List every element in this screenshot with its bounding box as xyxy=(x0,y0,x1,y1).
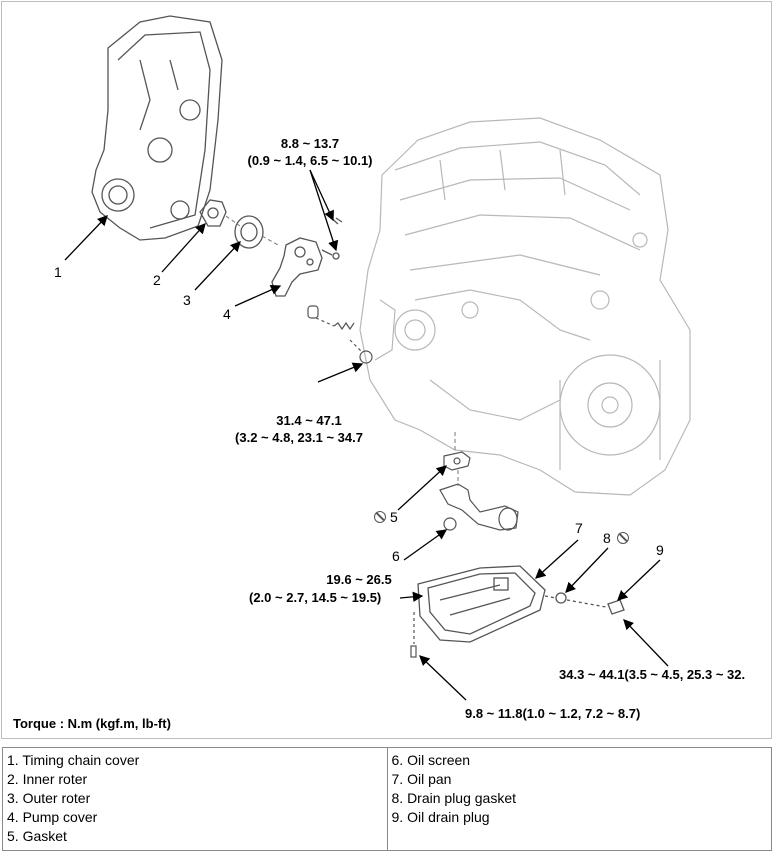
callout-3: 3 xyxy=(183,292,191,308)
torque-screen-bolt-secondary: (2.0 ~ 2.7, 14.5 ~ 19.5) xyxy=(249,590,382,605)
relief-valve-parts xyxy=(307,305,373,364)
legend-item: 5. Gasket xyxy=(7,828,67,844)
gasket xyxy=(443,451,471,471)
torque-drain-plug: 34.3 ~ 44.1(3.5 ~ 4.5, 25.3 ~ 32. xyxy=(559,667,746,682)
callout-2: 2 xyxy=(153,272,161,288)
callout-1: 1 xyxy=(54,264,62,280)
legend-item: 6. Oil screen xyxy=(391,752,471,768)
oil-pan xyxy=(417,565,546,643)
pump-cover xyxy=(271,214,343,297)
legend-item: 8. Drain plug gasket xyxy=(391,790,517,806)
legend-item: 1. Timing chain cover xyxy=(7,752,140,768)
inner-rotor xyxy=(199,199,227,227)
torque-unit-note: Torque : N.m (kgf.m, lb-ft) xyxy=(13,716,171,731)
timing-chain-cover xyxy=(91,15,223,241)
torque-pump-bolts-secondary: (0.9 ~ 1.4, 6.5 ~ 10.1) xyxy=(247,153,373,168)
torque-relief-plug-value: 31.4 ~ 47.1 xyxy=(276,413,342,428)
callout-8: 8 xyxy=(603,530,611,546)
callout-9: 9 xyxy=(656,542,664,558)
engine-block xyxy=(359,117,691,496)
torque-pump-bolts-value: 8.8 ~ 13.7 xyxy=(280,136,340,151)
legend-item: 2. Inner roter xyxy=(7,771,88,787)
legend-right-column: 6. Oil screen 7. Oil pan 8. Drain plug g… xyxy=(386,747,772,851)
legend-item: 3. Outer roter xyxy=(7,790,91,806)
diagram-frame xyxy=(1,1,772,739)
torque-relief-plug-secondary: (3.2 ~ 4.8, 23.1 ~ 34.7 xyxy=(235,430,363,445)
callout-4: 4 xyxy=(223,306,231,322)
callout-6: 6 xyxy=(392,548,400,564)
exploded-view-drawing xyxy=(64,15,691,701)
do-not-reuse-icon-8 xyxy=(617,532,629,544)
oil-screen xyxy=(439,483,519,531)
legend-item: 4. Pump cover xyxy=(7,809,98,825)
callout-5: 5 xyxy=(390,509,398,525)
torque-pan-bolt: 9.8 ~ 11.8(1.0 ~ 1.2, 7.2 ~ 8.7) xyxy=(465,706,641,721)
parts-legend-table: 1. Timing chain cover 2. Inner roter 3. … xyxy=(2,747,772,851)
legend-item: 9. Oil drain plug xyxy=(391,809,490,825)
legend-item: 7. Oil pan xyxy=(391,771,452,787)
torque-screen-bolt-value: 19.6 ~ 26.5 xyxy=(326,572,392,587)
pan-bolt xyxy=(410,612,417,658)
leader-arrows xyxy=(64,169,669,701)
legend-left-column: 1. Timing chain cover 2. Inner roter 3. … xyxy=(2,747,388,851)
drain-plug-parts xyxy=(544,592,625,615)
outer-rotor xyxy=(234,215,264,249)
do-not-reuse-icon-5 xyxy=(374,511,386,523)
alignment-lines xyxy=(225,215,459,486)
callout-7: 7 xyxy=(575,520,583,536)
